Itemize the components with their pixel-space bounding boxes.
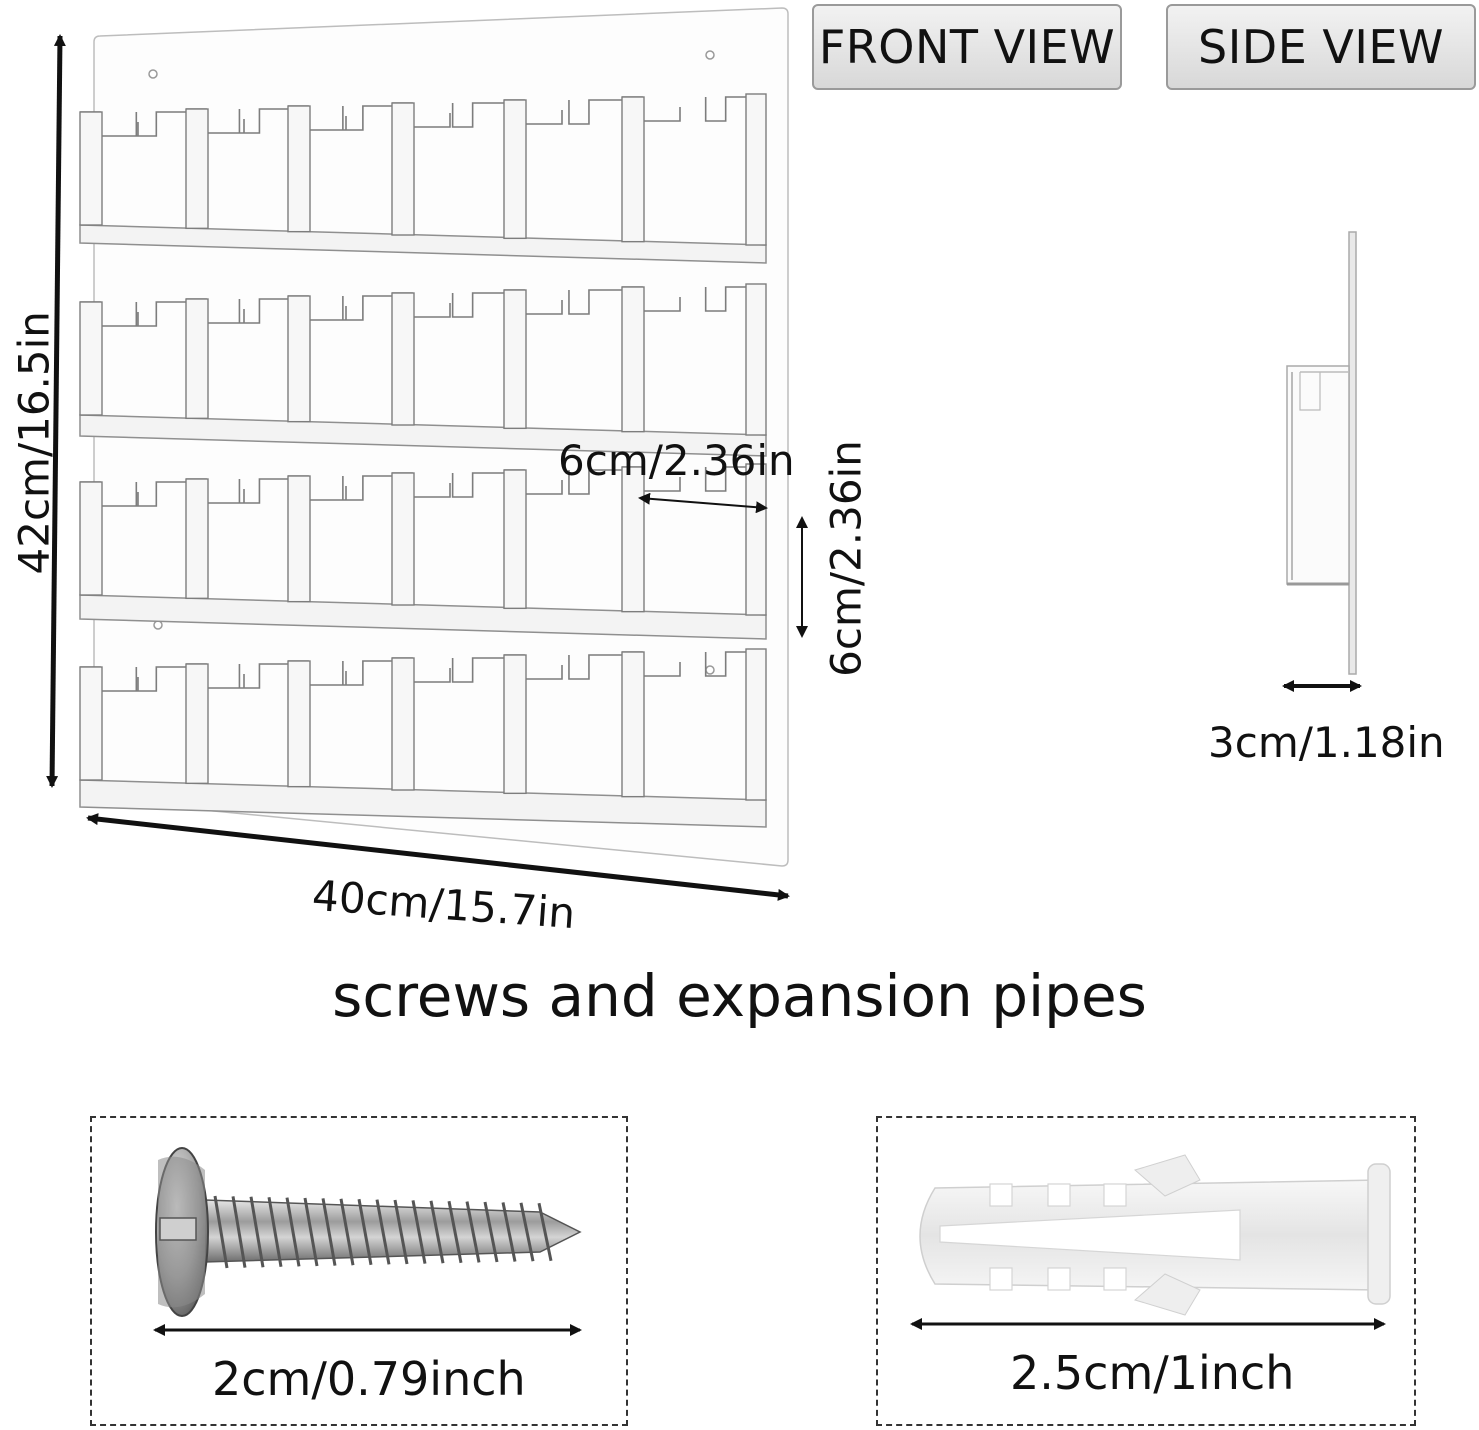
pocket-end-wall (745, 648, 767, 801)
screw-thread (537, 1202, 553, 1262)
screw-thread (447, 1200, 463, 1264)
pocket-divider (503, 289, 527, 430)
pocket-divider (391, 102, 415, 236)
pocket-row (79, 283, 767, 457)
pocket-end-wall (745, 463, 767, 616)
screw-illustration (155, 1147, 582, 1317)
screw-thread (357, 1198, 373, 1266)
pocket-divider (621, 96, 645, 243)
width-arrow (86, 813, 790, 901)
screw-thread (501, 1202, 517, 1262)
pocket-width-arrow (638, 492, 768, 514)
screw-thread (303, 1197, 319, 1267)
screw-thread (519, 1202, 535, 1262)
front-view-label: FRONT VIEW (812, 4, 1122, 90)
height-dimension-label: 42cm/16.5in (9, 311, 59, 575)
screw-thread (321, 1198, 337, 1266)
screw-thread (429, 1200, 445, 1264)
pocket-divider (391, 472, 415, 606)
screw-thread (285, 1197, 301, 1267)
pocket-divider (287, 660, 311, 788)
pocket-divider (185, 663, 209, 785)
screw-thread (375, 1199, 391, 1265)
pocket-width-label: 6cm/2.36in (558, 436, 795, 485)
pocket-row (79, 648, 767, 828)
pocket-divider (287, 105, 311, 233)
anchor-tooth (1103, 1183, 1127, 1207)
pocket-divider (79, 301, 103, 416)
pocket-divider (503, 654, 527, 795)
depth-label: 3cm/1.18in (1208, 718, 1445, 767)
anchor-box (876, 1116, 1416, 1426)
pocket-row (79, 93, 767, 264)
side-view-label: SIDE VIEW (1166, 4, 1476, 90)
side-view-rack (1286, 231, 1357, 675)
mount-hole (148, 69, 158, 79)
front-view-rack (79, 7, 789, 867)
pocket-divider (79, 111, 103, 226)
pocket-divider (391, 292, 415, 426)
screw-thread (339, 1198, 355, 1266)
mount-hole (705, 665, 715, 675)
pocket-divider (185, 298, 209, 420)
screw-box (90, 1116, 628, 1426)
screw-thread (249, 1196, 265, 1268)
screw-thread (231, 1196, 247, 1268)
expansion-anchor-illustration (919, 1154, 1391, 1316)
mount-hole (153, 620, 163, 630)
mount-hole (705, 50, 715, 60)
pocket-divider (503, 99, 527, 240)
pocket-divider (287, 475, 311, 603)
anchor-length-label: 2.5cm/1inch (1010, 1346, 1295, 1400)
pocket-end-wall (745, 93, 767, 246)
pocket-end-wall (745, 283, 767, 436)
screw-thread (267, 1196, 283, 1268)
pocket-divider (185, 478, 209, 600)
pocket-divider (79, 666, 103, 781)
screw-length-label: 2cm/0.79inch (212, 1352, 526, 1406)
pocket-divider (621, 466, 645, 613)
pocket-divider (503, 469, 527, 610)
hardware-title: screws and expansion pipes (332, 962, 1147, 1030)
anchor-tooth (1103, 1267, 1127, 1291)
pocket-divider (621, 286, 645, 433)
pocket-divider (287, 295, 311, 423)
height-arrow (46, 34, 66, 788)
anchor-tooth (1047, 1183, 1071, 1207)
pocket-divider (391, 657, 415, 791)
pocket-height-label: 6cm/2.36in (821, 440, 871, 677)
screw-thread (213, 1195, 229, 1269)
anchor-tooth (989, 1183, 1013, 1207)
pocket-divider (79, 481, 103, 596)
pocket-row (79, 463, 767, 640)
pocket-divider (621, 651, 645, 798)
screw-thread (483, 1201, 499, 1263)
anchor-tooth (1047, 1267, 1071, 1291)
anchor-tooth (989, 1267, 1013, 1291)
screw-thread (393, 1199, 409, 1265)
screw-thread (411, 1200, 427, 1264)
screw-thread (465, 1201, 481, 1263)
pocket-divider (185, 108, 209, 230)
